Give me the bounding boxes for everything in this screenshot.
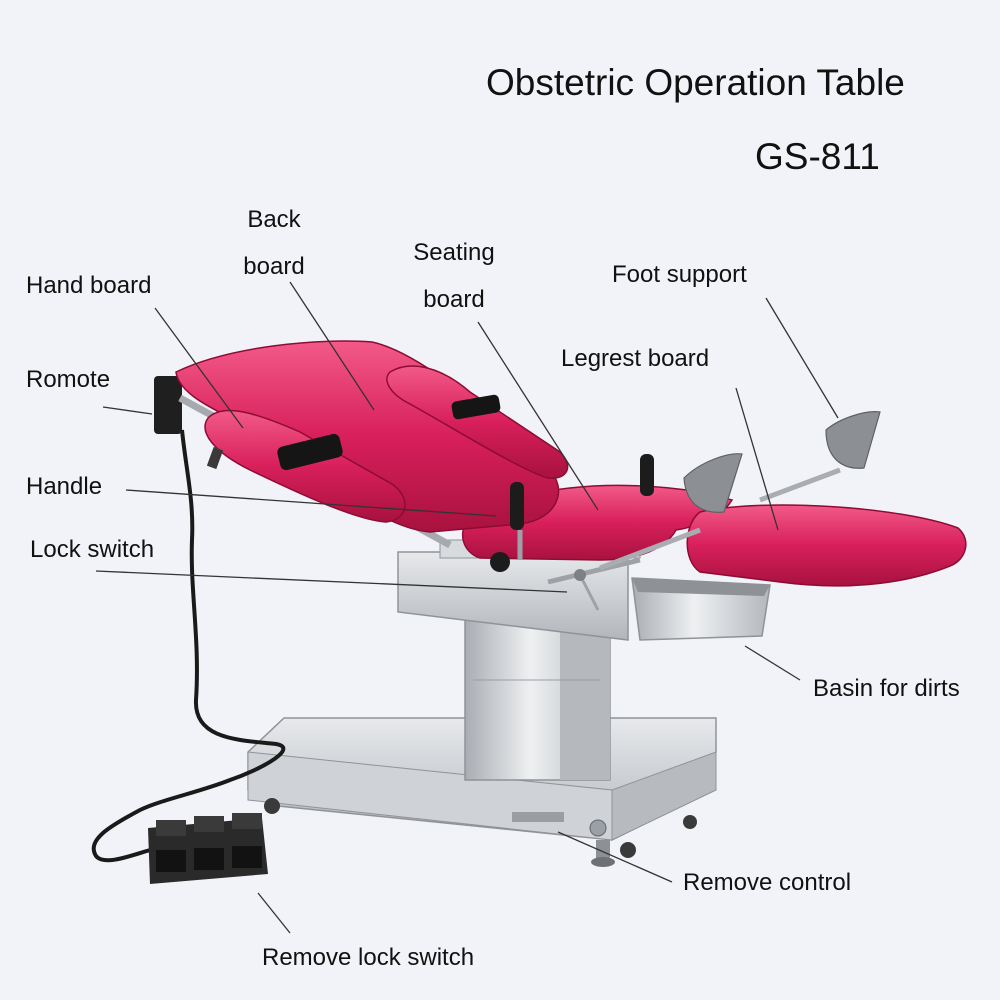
leader-lock-switch — [95, 570, 568, 593]
remote-cable — [91, 429, 286, 863]
label-lock-switch: Lock switch — [30, 536, 155, 563]
page-title: Obstetric Operation Table — [486, 62, 905, 103]
label-remove-lock-switch: Remove lock switch — [262, 944, 475, 971]
label-hand-board: Hand board — [26, 272, 152, 299]
remote-handset — [154, 376, 182, 434]
arm-straps — [277, 394, 501, 471]
leader-remove-lock-switch — [257, 892, 291, 934]
leader-legrest-board — [735, 387, 779, 531]
label-legrest-board: Legrest board — [561, 345, 710, 372]
label-seating-board-text: Seating board — [413, 239, 495, 313]
model-number: GS-811 — [755, 136, 880, 177]
leader-remove-control — [557, 831, 673, 883]
lift-column — [464, 611, 611, 781]
label-basin-for-dirts: Basin for dirts — [813, 675, 960, 702]
leader-lines — [95, 281, 839, 934]
hand-board-right — [386, 365, 569, 479]
foot-supports — [599, 411, 881, 571]
label-remove-control: Remove control — [683, 869, 852, 896]
label-seating-board: Seating board — [400, 229, 508, 323]
legrest-board-shape — [686, 504, 967, 587]
handles — [490, 454, 654, 572]
leader-romote — [102, 406, 153, 415]
leader-basin — [744, 645, 801, 681]
label-back-board-text: Back board — [243, 206, 305, 280]
lock-lever — [547, 557, 641, 611]
side-knob — [206, 446, 224, 470]
leader-seating-board — [477, 321, 599, 511]
label-foot-support: Foot support — [612, 261, 747, 288]
leader-back-board — [289, 281, 375, 411]
label-back-board: Back board — [228, 196, 320, 290]
leader-handle — [125, 489, 497, 517]
foot-pedal — [148, 813, 268, 884]
basin — [631, 577, 771, 641]
leader-hand-board — [154, 307, 244, 429]
label-romote: Romote — [26, 366, 111, 393]
leader-foot-support — [765, 297, 839, 419]
label-handle: Handle — [26, 473, 103, 500]
hand-board-left — [204, 409, 406, 523]
